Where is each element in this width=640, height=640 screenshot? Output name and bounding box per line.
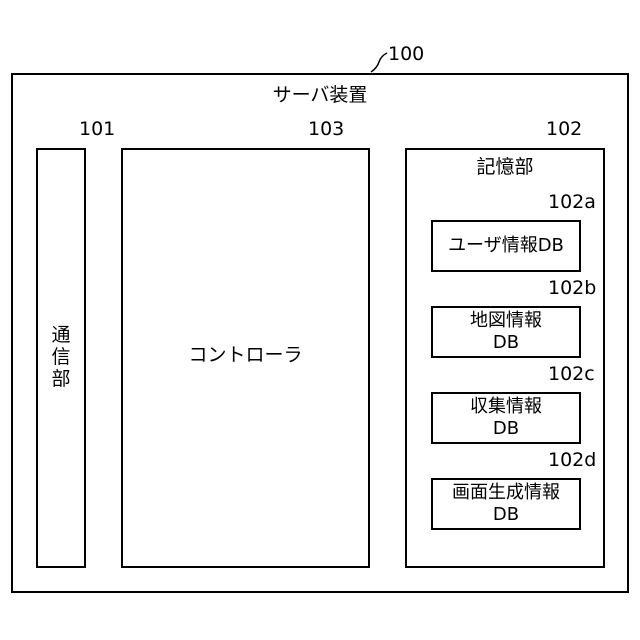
- db-user-ref: 102a: [548, 193, 596, 212]
- comm-char-2: 信: [49, 346, 73, 368]
- leader-100: [371, 53, 387, 72]
- comm-char-3: 部: [49, 368, 73, 390]
- comm-ref: 101: [79, 120, 115, 139]
- db-collected-ref: 102c: [548, 365, 595, 384]
- storage-title: 記憶部: [405, 158, 605, 177]
- db-collected-line2: DB: [493, 418, 519, 440]
- server-title: サーバ装置: [245, 86, 395, 105]
- db-map-line1: 地図情報: [470, 310, 542, 332]
- db-map-box: 地図情報 DB: [431, 306, 581, 358]
- db-screen-gen-line2: DB: [493, 504, 519, 526]
- comm-char-1: 通: [49, 324, 73, 346]
- controller-label: コントローラ: [121, 346, 370, 365]
- comm-unit-label: 通 信 部: [49, 324, 73, 390]
- db-collected-box: 収集情報 DB: [431, 392, 581, 444]
- db-user-box: ユーザ情報DB: [431, 220, 581, 272]
- db-collected-line1: 収集情報: [470, 396, 542, 418]
- db-screen-gen-line1: 画面生成情報: [452, 482, 560, 504]
- storage-ref: 102: [546, 120, 582, 139]
- db-screen-gen-ref: 102d: [548, 451, 596, 470]
- server-ref: 100: [388, 45, 424, 64]
- db-map-ref: 102b: [548, 279, 596, 298]
- db-map-line2: DB: [493, 332, 519, 354]
- db-user-line1: ユーザ情報DB: [448, 235, 564, 257]
- db-screen-gen-box: 画面生成情報 DB: [431, 478, 581, 530]
- controller-ref: 103: [308, 120, 344, 139]
